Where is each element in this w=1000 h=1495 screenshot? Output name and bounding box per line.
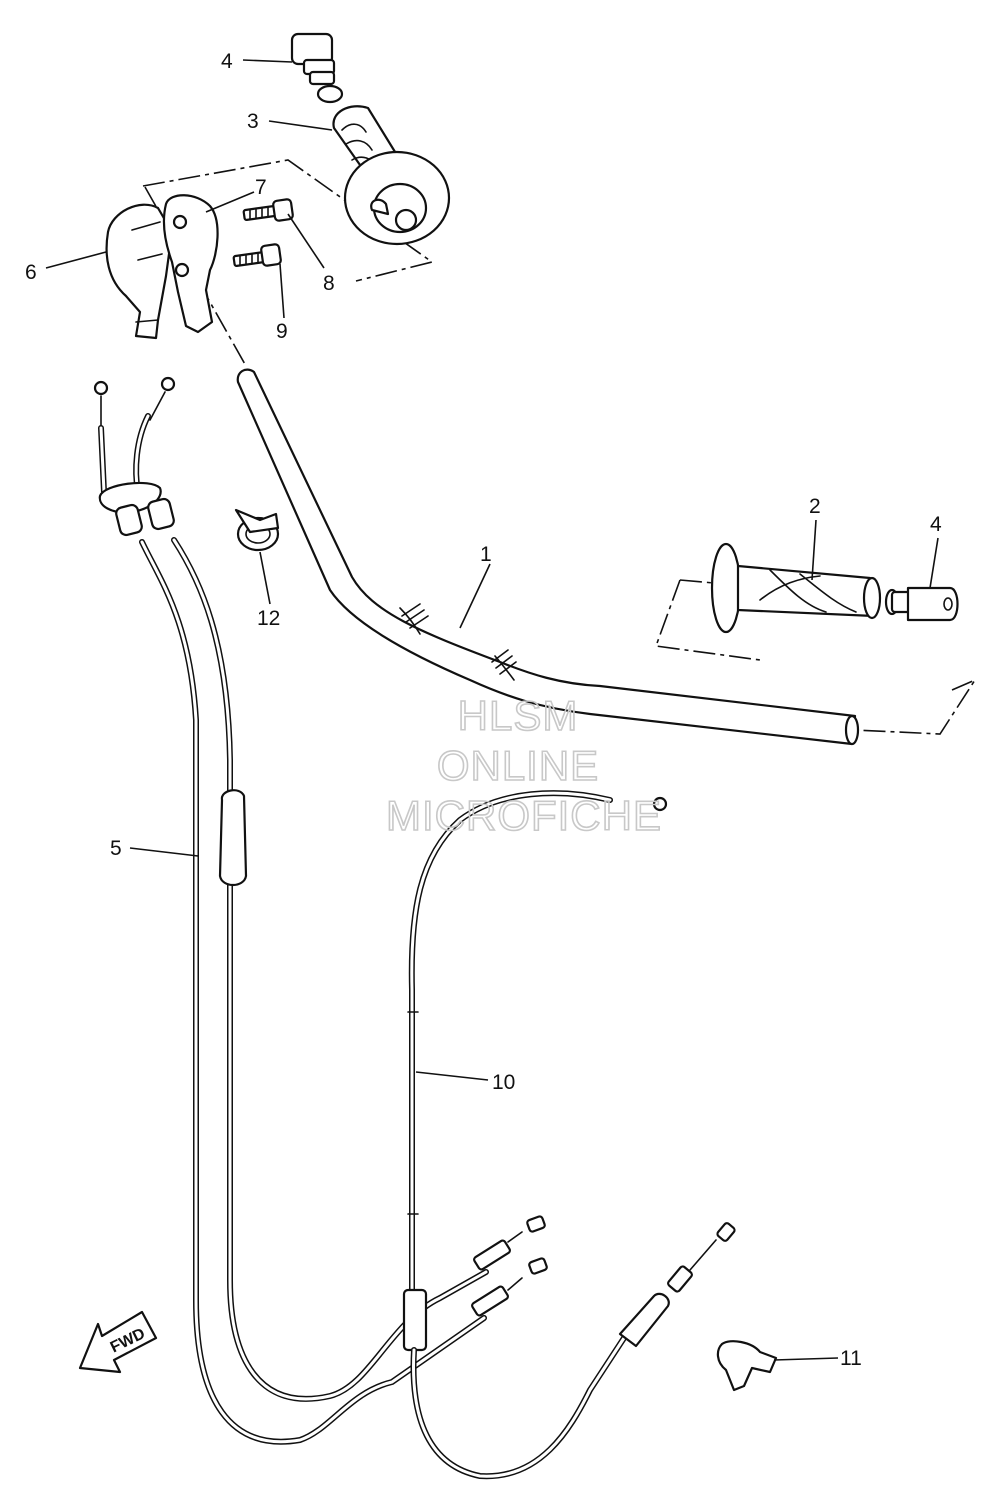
cable-clip[interactable] <box>716 1340 778 1392</box>
bar-end-weight-right[interactable] <box>884 586 959 622</box>
callout-10[interactable]: 10 <box>492 1071 515 1094</box>
callout-12[interactable]: 12 <box>257 607 280 630</box>
callout-4-top[interactable]: 4 <box>221 50 233 73</box>
throttle-cable-assembly[interactable] <box>93 376 548 1445</box>
bar-end-weight-top[interactable] <box>290 32 344 104</box>
callout-labels: 1 2 3 4 4 5 6 7 8 9 10 11 12 <box>25 50 942 1370</box>
callout-8[interactable]: 8 <box>323 272 335 295</box>
watermark: HLSM ONLINE MICROFICHE <box>385 691 662 840</box>
fwd-arrow-badge: FWD <box>78 1310 158 1374</box>
screw-8[interactable] <box>242 198 294 222</box>
throttle-housing-front[interactable] <box>162 194 219 334</box>
callout-5[interactable]: 5 <box>110 837 122 860</box>
watermark-line-1: HLSM <box>458 692 579 739</box>
watermark-line-3: MICROFICHE <box>386 792 662 839</box>
callout-1[interactable]: 1 <box>480 543 492 566</box>
clutch-cable[interactable] <box>402 790 736 1480</box>
handlebar[interactable] <box>236 368 860 746</box>
leader-lines <box>45 59 939 1361</box>
callout-9[interactable]: 9 <box>276 320 288 343</box>
left-grip[interactable] <box>710 542 882 634</box>
callout-6[interactable]: 6 <box>25 261 37 284</box>
callout-4-right[interactable]: 4 <box>930 513 942 536</box>
screw-9[interactable] <box>232 243 282 268</box>
hose-clamp[interactable] <box>234 508 280 552</box>
callout-3[interactable]: 3 <box>247 110 259 133</box>
callout-7[interactable]: 7 <box>255 176 267 199</box>
callout-11[interactable]: 11 <box>840 1347 862 1370</box>
throttle-grip[interactable] <box>332 105 451 246</box>
callout-2[interactable]: 2 <box>809 495 821 518</box>
watermark-line-2: ONLINE <box>437 742 599 789</box>
throttle-housing-rear[interactable] <box>105 203 174 340</box>
